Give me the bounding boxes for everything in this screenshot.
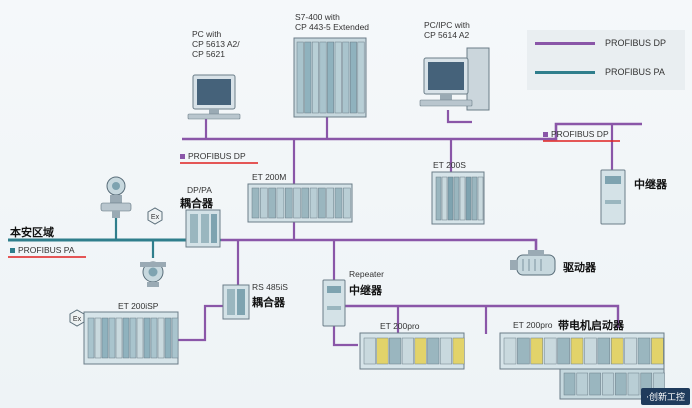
- legend-pa: PROFIBUS PA: [535, 67, 665, 77]
- repeater-right-cn: 中继器: [634, 178, 667, 191]
- repeater-right-icon: [600, 169, 626, 225]
- dp-bus-lower: [221, 238, 538, 264]
- legend-pa-line: [535, 70, 595, 74]
- repeater-label: Repeater: [349, 269, 384, 279]
- watermark: ·创新工控: [641, 388, 690, 405]
- dp-bus-bottom: [344, 304, 620, 328]
- ex-text-lower: Ex: [73, 316, 82, 323]
- dp-link-rs485-isp: [178, 304, 223, 342]
- legend-pa-label: PROFIBUS PA: [605, 67, 665, 77]
- dp-right-tag: PROFIBUS DP: [543, 129, 609, 139]
- legend-dp: PROFIBUS DP: [535, 38, 666, 48]
- rs485-cn: 耦合器: [252, 296, 285, 309]
- et200pro-ms-label: ET 200pro: [513, 320, 553, 330]
- area-label: 本安区域: [10, 226, 54, 239]
- pc-ipc-label: PC/IPC with CP 5614 A2: [424, 20, 470, 40]
- ex-icon-upper: Ex: [147, 207, 163, 225]
- et200m-icon: [247, 183, 353, 223]
- dp-bus-main: [182, 122, 642, 141]
- rs485-coupler-icon: [222, 284, 250, 320]
- repeater-cn: 中继器: [349, 284, 382, 297]
- transmitter-lower-icon: [140, 261, 166, 287]
- dp-pa-label: DP/PA: [187, 185, 212, 195]
- ex-text-upper: Ex: [151, 214, 160, 221]
- et200s-label: ET 200S: [433, 160, 466, 170]
- et200pro-icon: [359, 332, 465, 370]
- drive-motor-icon: [510, 250, 556, 276]
- dp-main-tag: PROFIBUS DP: [180, 151, 246, 161]
- et200m-label: ET 200M: [252, 172, 287, 182]
- ex-icon-lower: Ex: [69, 309, 85, 327]
- legend-dp-label: PROFIBUS DP: [605, 38, 667, 48]
- et200pro-label: ET 200pro: [380, 321, 420, 331]
- s7-400-icon: [293, 37, 367, 118]
- legend-dp-line: [535, 41, 595, 45]
- dp-pa-cn: 耦合器: [180, 197, 213, 210]
- repeater-icon: [322, 279, 346, 327]
- legend: PROFIBUS DP PROFIBUS PA: [527, 30, 685, 90]
- pc-ipc-icon: [419, 47, 490, 111]
- dp-drop-repeater-down: [332, 326, 358, 347]
- dp-drop-ipc: [446, 110, 472, 124]
- rs485-label: RS 485iS: [252, 282, 288, 292]
- et200isp-label: ET 200iSP: [118, 301, 159, 311]
- pc-left-label: PC with CP 5613 A2/ CP 5621: [192, 29, 240, 59]
- s7-400-label: S7-400 with CP 443-5 Extended: [295, 12, 370, 32]
- et200pro-motor-starter-icon: [499, 332, 665, 400]
- pc-left-icon: [187, 74, 241, 120]
- dp-pa-coupler-icon: [185, 209, 221, 248]
- et200s-icon: [431, 171, 485, 225]
- et200isp-icon: [83, 311, 179, 365]
- transmitter-upper-icon: [100, 176, 132, 218]
- et200pro-ms-cn: 带电机启动器: [558, 319, 624, 332]
- drive-cn: 驱动器: [563, 261, 596, 274]
- pa-left-tag: PROFIBUS PA: [10, 245, 75, 255]
